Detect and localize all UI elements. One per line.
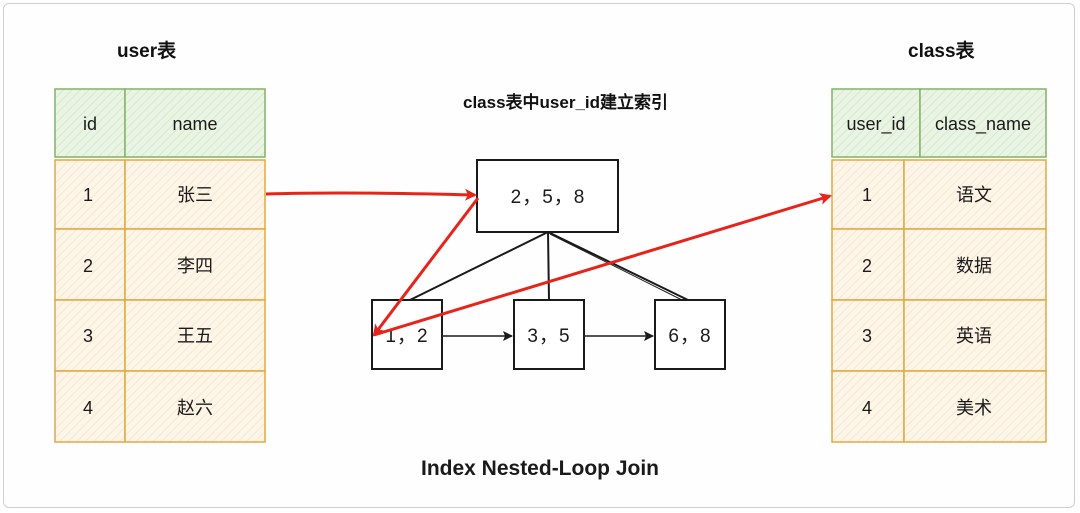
user-header-id: id	[83, 114, 97, 134]
user-row-cell	[124, 370, 266, 443]
class-row-2-classname: 数据	[956, 256, 992, 276]
class-row-cell	[831, 370, 905, 443]
class-row-cell	[903, 370, 1047, 443]
index-leaf-1-keys: 1，2	[385, 326, 428, 347]
user-row-1-name: 张三	[177, 185, 213, 205]
class-header-userid: user_id	[846, 114, 905, 135]
user-header-id-cell	[54, 88, 126, 158]
index-leaf-2-keys: 3，5	[527, 326, 570, 347]
index-label: class表中user_id建立索引	[463, 93, 669, 112]
user-row-2-id: 2	[83, 256, 93, 276]
user-row-cell	[54, 228, 126, 301]
user-row-cell	[54, 299, 126, 372]
user-header-name-cell	[124, 88, 266, 158]
user-row-cell	[54, 370, 126, 443]
class-row-2-userid: 2	[862, 256, 872, 276]
user-header-name: name	[172, 114, 217, 134]
class-header-classname: class_name	[935, 114, 1031, 135]
class-table: user_id class_name 1 语文 2 数据 3 英语 4 美术	[831, 88, 1047, 443]
class-header-userid-cell	[831, 88, 921, 158]
lookup-arrow-root-to-leaf	[372, 197, 480, 337]
class-row-4-userid: 4	[862, 398, 872, 418]
index-root-node	[476, 159, 619, 233]
user-row-2-name: 李四	[177, 256, 213, 276]
user-row-3-id: 3	[83, 326, 93, 346]
user-row-4-id: 4	[83, 398, 93, 418]
tree-edge	[547, 231, 689, 301]
user-table-title: user表	[117, 41, 177, 62]
index-leaf-3-keys: 6，8	[668, 326, 711, 347]
class-row-3-classname: 英语	[956, 326, 992, 346]
tree-edge	[547, 231, 550, 301]
lookup-arrow-leaf-to-class	[373, 193, 832, 337]
index-root-keys: 2，5，8	[511, 187, 586, 208]
diagram-caption: Index Nested-Loop Join	[420, 457, 659, 480]
index-tree: 2，5，8 1，2 3，5 6，8	[371, 159, 726, 370]
class-header-classname-cell	[919, 88, 1047, 158]
tree-edge	[409, 231, 549, 301]
class-row-4-classname: 美术	[956, 398, 992, 418]
class-row-cell	[831, 228, 905, 301]
index-leaf-node	[513, 299, 585, 370]
lookup-path	[265, 188, 832, 337]
class-table-title: class表	[908, 41, 975, 62]
user-row-1-id: 1	[83, 185, 93, 205]
user-table: id name 1 张三 2 李四 3 王五 4 赵六	[54, 88, 266, 443]
user-row-3-name: 王五	[177, 326, 213, 346]
class-row-1-classname: 语文	[956, 185, 992, 205]
class-row-3-userid: 3	[862, 326, 872, 346]
user-row-cell	[124, 228, 266, 301]
class-row-cell	[903, 299, 1047, 372]
tree-edge	[549, 233, 687, 303]
index-leaf-node	[654, 299, 726, 370]
user-row-cell	[124, 299, 266, 372]
class-row-cell	[903, 159, 1047, 230]
lookup-arrow-user-to-root	[265, 188, 477, 201]
class-row-cell	[831, 159, 905, 230]
user-row-cell	[124, 159, 266, 230]
class-row-cell	[903, 228, 1047, 301]
user-row-4-name: 赵六	[177, 398, 213, 418]
class-row-cell	[831, 299, 905, 372]
class-row-1-userid: 1	[862, 185, 872, 205]
